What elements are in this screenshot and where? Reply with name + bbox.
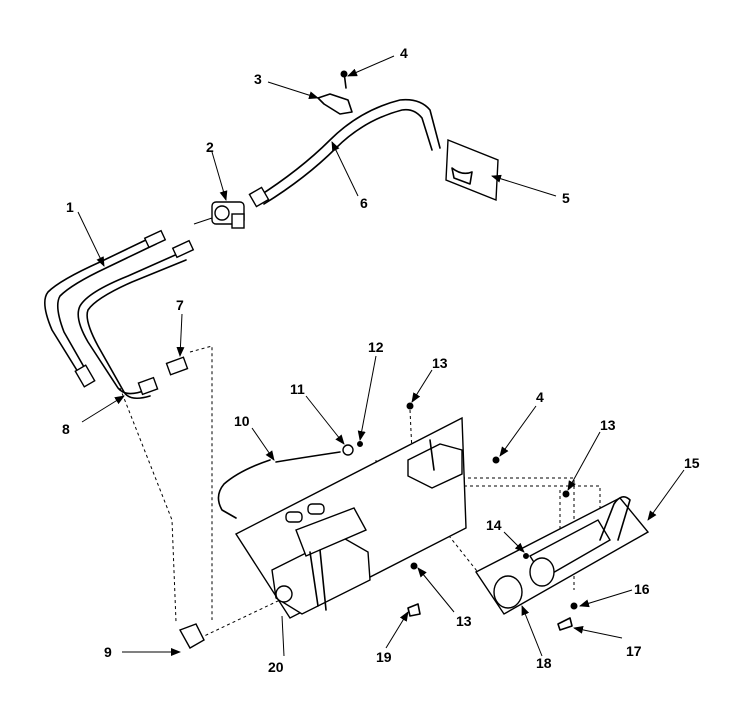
pilot-fitting xyxy=(178,623,205,649)
callout-20: 20 xyxy=(268,659,284,675)
callout-6: 6 xyxy=(360,195,368,211)
callout-19: 19 xyxy=(376,649,392,665)
gas-control-valve xyxy=(271,503,371,615)
igniter-lead-wire xyxy=(217,451,341,519)
callout-7: 7 xyxy=(176,297,184,313)
callout-2: 2 xyxy=(206,139,214,155)
gas-supply-tube xyxy=(248,98,441,208)
callout-4-top: 4 xyxy=(400,45,408,61)
ferrule xyxy=(357,441,363,447)
callout-16: 16 xyxy=(634,581,650,597)
callout-8: 8 xyxy=(62,421,70,437)
shutoff-valve xyxy=(193,201,245,229)
burner-clip xyxy=(557,617,573,631)
leader-lines xyxy=(77,55,685,657)
callout-3: 3 xyxy=(254,71,262,87)
callout-11: 11 xyxy=(290,381,305,397)
igniter-bracket xyxy=(407,439,463,489)
callout-17: 17 xyxy=(626,643,642,659)
callout-18: 18 xyxy=(536,655,552,671)
callout-12: 12 xyxy=(368,339,384,355)
callout-15: 15 xyxy=(684,455,700,471)
manifold-tube-pair xyxy=(44,229,195,400)
callout-13-bottom: 13 xyxy=(456,613,472,629)
callout-5: 5 xyxy=(562,190,570,206)
compression-nut xyxy=(342,444,354,456)
burner-screw xyxy=(570,602,578,610)
callout-4-right: 4 xyxy=(536,389,544,405)
callout-13-top: 13 xyxy=(432,355,448,371)
callout-1: 1 xyxy=(66,199,74,215)
panel-clip xyxy=(407,603,421,617)
tube-clamp xyxy=(317,93,353,115)
callout-14: 14 xyxy=(486,517,502,533)
callout-10: 10 xyxy=(234,413,250,429)
burner-assembly xyxy=(493,496,631,609)
clamp-screw xyxy=(340,70,348,89)
orifice-fitting xyxy=(165,356,189,376)
mounting-bracket xyxy=(445,138,499,202)
callout-9: 9 xyxy=(104,644,112,660)
callout-labels: 1 2 3 4 4 5 6 7 8 9 10 11 12 13 13 13 14… xyxy=(62,45,700,675)
mounting-screw xyxy=(406,402,570,570)
callout-13-right: 13 xyxy=(600,417,616,433)
